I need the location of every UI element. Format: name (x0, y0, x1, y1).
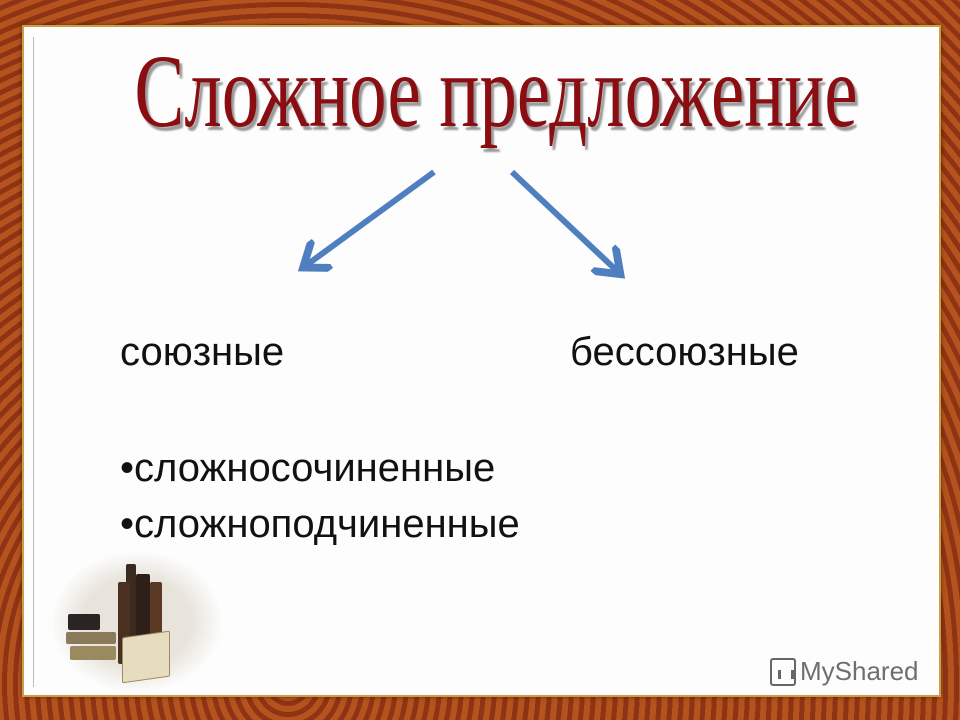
watermark-label: MyShared (800, 656, 919, 686)
books-image (52, 552, 222, 692)
heading-conjunctive: союзные (120, 330, 285, 374)
heading-non-conjunctive: бессоюзные (570, 330, 799, 374)
bullet-item: •сложноподчиненные (120, 502, 520, 546)
slide-title: Сложное предложение (134, 34, 858, 149)
arrow-left (308, 169, 436, 264)
presentation-board-icon (770, 657, 796, 686)
bullet-item: •сложносочиненные (120, 446, 496, 490)
myshared-watermark: MyShared (770, 656, 919, 687)
arrow-right (509, 169, 616, 270)
